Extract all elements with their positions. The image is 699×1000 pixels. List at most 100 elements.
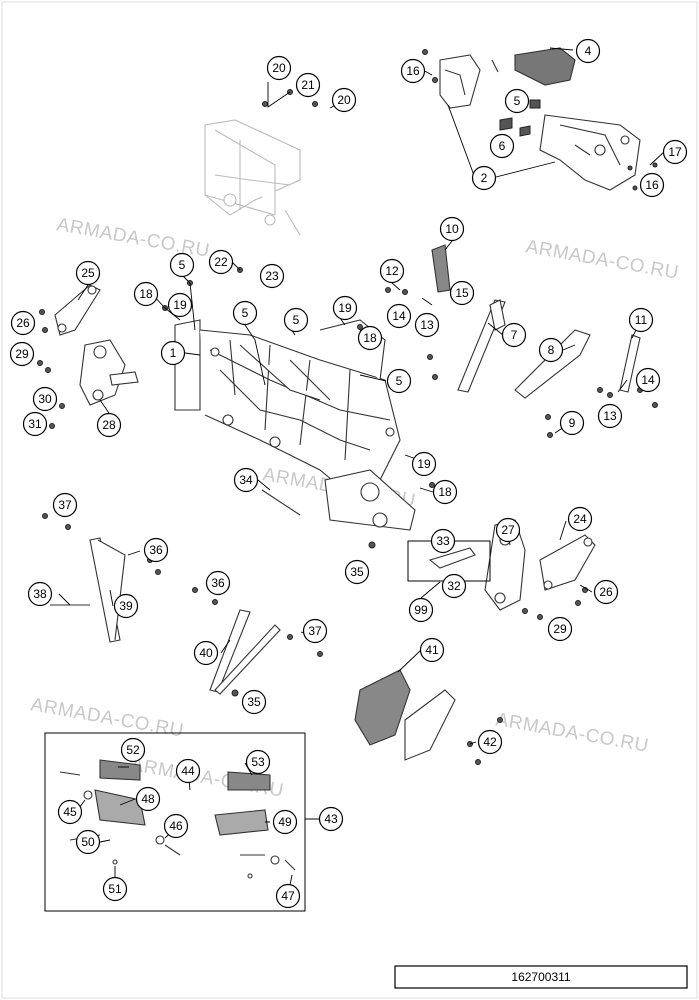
callout-13: 13: [414, 312, 440, 338]
callout-label: 26: [16, 316, 30, 330]
callout-49: 49: [272, 809, 298, 835]
callout-32: 32: [441, 573, 467, 599]
callout-47: 47: [275, 883, 301, 909]
callout-label: 51: [108, 882, 122, 896]
callout-48: 48: [135, 786, 161, 812]
callout-label: 15: [455, 286, 469, 300]
callout-label: 20: [337, 93, 351, 107]
callout-label: 34: [239, 473, 253, 487]
callout-16: 16: [639, 172, 665, 198]
callout-44: 44: [175, 758, 201, 784]
callout-7: 7: [501, 322, 527, 348]
callout-26: 26: [593, 579, 619, 605]
callout-label: 9: [569, 416, 576, 430]
callout-31: 31: [22, 411, 48, 437]
callout-label: 99: [414, 603, 428, 617]
side-covers: [354, 669, 456, 761]
callout-label: 24: [573, 512, 587, 526]
callout-label: 37: [58, 498, 72, 512]
callout-label: 8: [548, 343, 555, 357]
callout-label: 17: [668, 145, 682, 159]
main-frame: [174, 319, 416, 531]
callout-13: 13: [597, 403, 623, 429]
document-number-box: 162700311: [394, 965, 688, 989]
callout-21: 21: [295, 72, 321, 98]
callout-42: 42: [477, 729, 503, 755]
callout-43: 43: [318, 806, 344, 832]
watermark-text: ARMADA-CO.RU: [29, 694, 185, 742]
callout-label: 12: [385, 264, 399, 278]
callout-label: 37: [308, 624, 322, 638]
callout-37: 37: [52, 492, 78, 518]
callout-5: 5: [169, 252, 195, 278]
callout-15: 15: [449, 280, 475, 306]
callout-23: 23: [259, 263, 285, 289]
callout-10: 10: [439, 216, 465, 242]
callout-label: 16: [645, 178, 659, 192]
callout-40: 40: [193, 640, 219, 666]
callout-label: 18: [363, 331, 377, 345]
callout-label: 4: [585, 44, 592, 58]
callout-5: 5: [232, 300, 258, 326]
callout-18: 18: [133, 281, 159, 307]
callout-24: 24: [567, 506, 593, 532]
callout-label: 2: [481, 171, 488, 185]
callout-14: 14: [635, 367, 661, 393]
callout-label: 41: [425, 643, 439, 657]
callout-label: 11: [635, 313, 648, 327]
callout-22: 22: [208, 249, 234, 275]
callout-18: 18: [432, 479, 458, 505]
callout-19: 19: [167, 292, 193, 318]
watermark-text: ARMADA-CO.RU: [494, 709, 650, 757]
airbox-bracket: [439, 47, 641, 191]
document-number: 162700311: [511, 970, 571, 984]
callout-8: 8: [538, 337, 564, 363]
callout-label: 42: [483, 735, 497, 749]
callout-1: 1: [160, 340, 186, 366]
callout-37: 37: [302, 618, 328, 644]
part-drawings: [37, 47, 658, 912]
callout-36: 36: [143, 537, 169, 563]
callout-34: 34: [233, 467, 259, 493]
callout-label: 33: [436, 534, 450, 548]
callout-30: 30: [32, 386, 58, 412]
callout-label: 1: [170, 346, 177, 360]
callout-46: 46: [163, 813, 189, 839]
callout-29: 29: [547, 616, 573, 642]
callout-label: 40: [199, 646, 213, 660]
callout-11: 11: [628, 307, 654, 333]
callout-label: 36: [211, 576, 225, 590]
callout-label: 5: [396, 374, 403, 388]
callout-label: 29: [553, 622, 567, 636]
callout-25: 25: [75, 260, 101, 286]
callout-12: 12: [379, 258, 405, 284]
callout-label: 50: [81, 835, 95, 849]
callout-39: 39: [113, 593, 139, 619]
callout-label: 53: [251, 755, 265, 769]
callout-16: 16: [400, 58, 426, 84]
callout-label: 16: [406, 64, 420, 78]
callout-52: 52: [120, 737, 146, 763]
callout-33: 33: [430, 528, 456, 554]
callout-19: 19: [332, 295, 358, 321]
callout-label: 13: [603, 409, 617, 423]
callout-35: 35: [344, 559, 370, 585]
callout-label: 10: [445, 222, 459, 236]
callout-label: 23: [265, 269, 279, 283]
callout-20: 20: [331, 87, 357, 113]
callout-label: 20: [272, 61, 286, 75]
callout-label: 5: [242, 306, 249, 320]
callout-label: 25: [81, 266, 95, 280]
hardware-bolts: [37, 49, 658, 765]
callout-label: 29: [15, 347, 29, 361]
callout-4: 4: [575, 38, 601, 64]
callout-27: 27: [495, 517, 521, 543]
callout-label: 46: [169, 819, 183, 833]
callout-label: 45: [63, 805, 77, 819]
callout-label: 39: [119, 599, 133, 613]
callout-label: 14: [641, 373, 655, 387]
callout-label: 5: [179, 258, 186, 272]
callouts: 20 21 20 16 4 5 6 2 17 16 10 5 22 23 12 …: [9, 38, 688, 909]
